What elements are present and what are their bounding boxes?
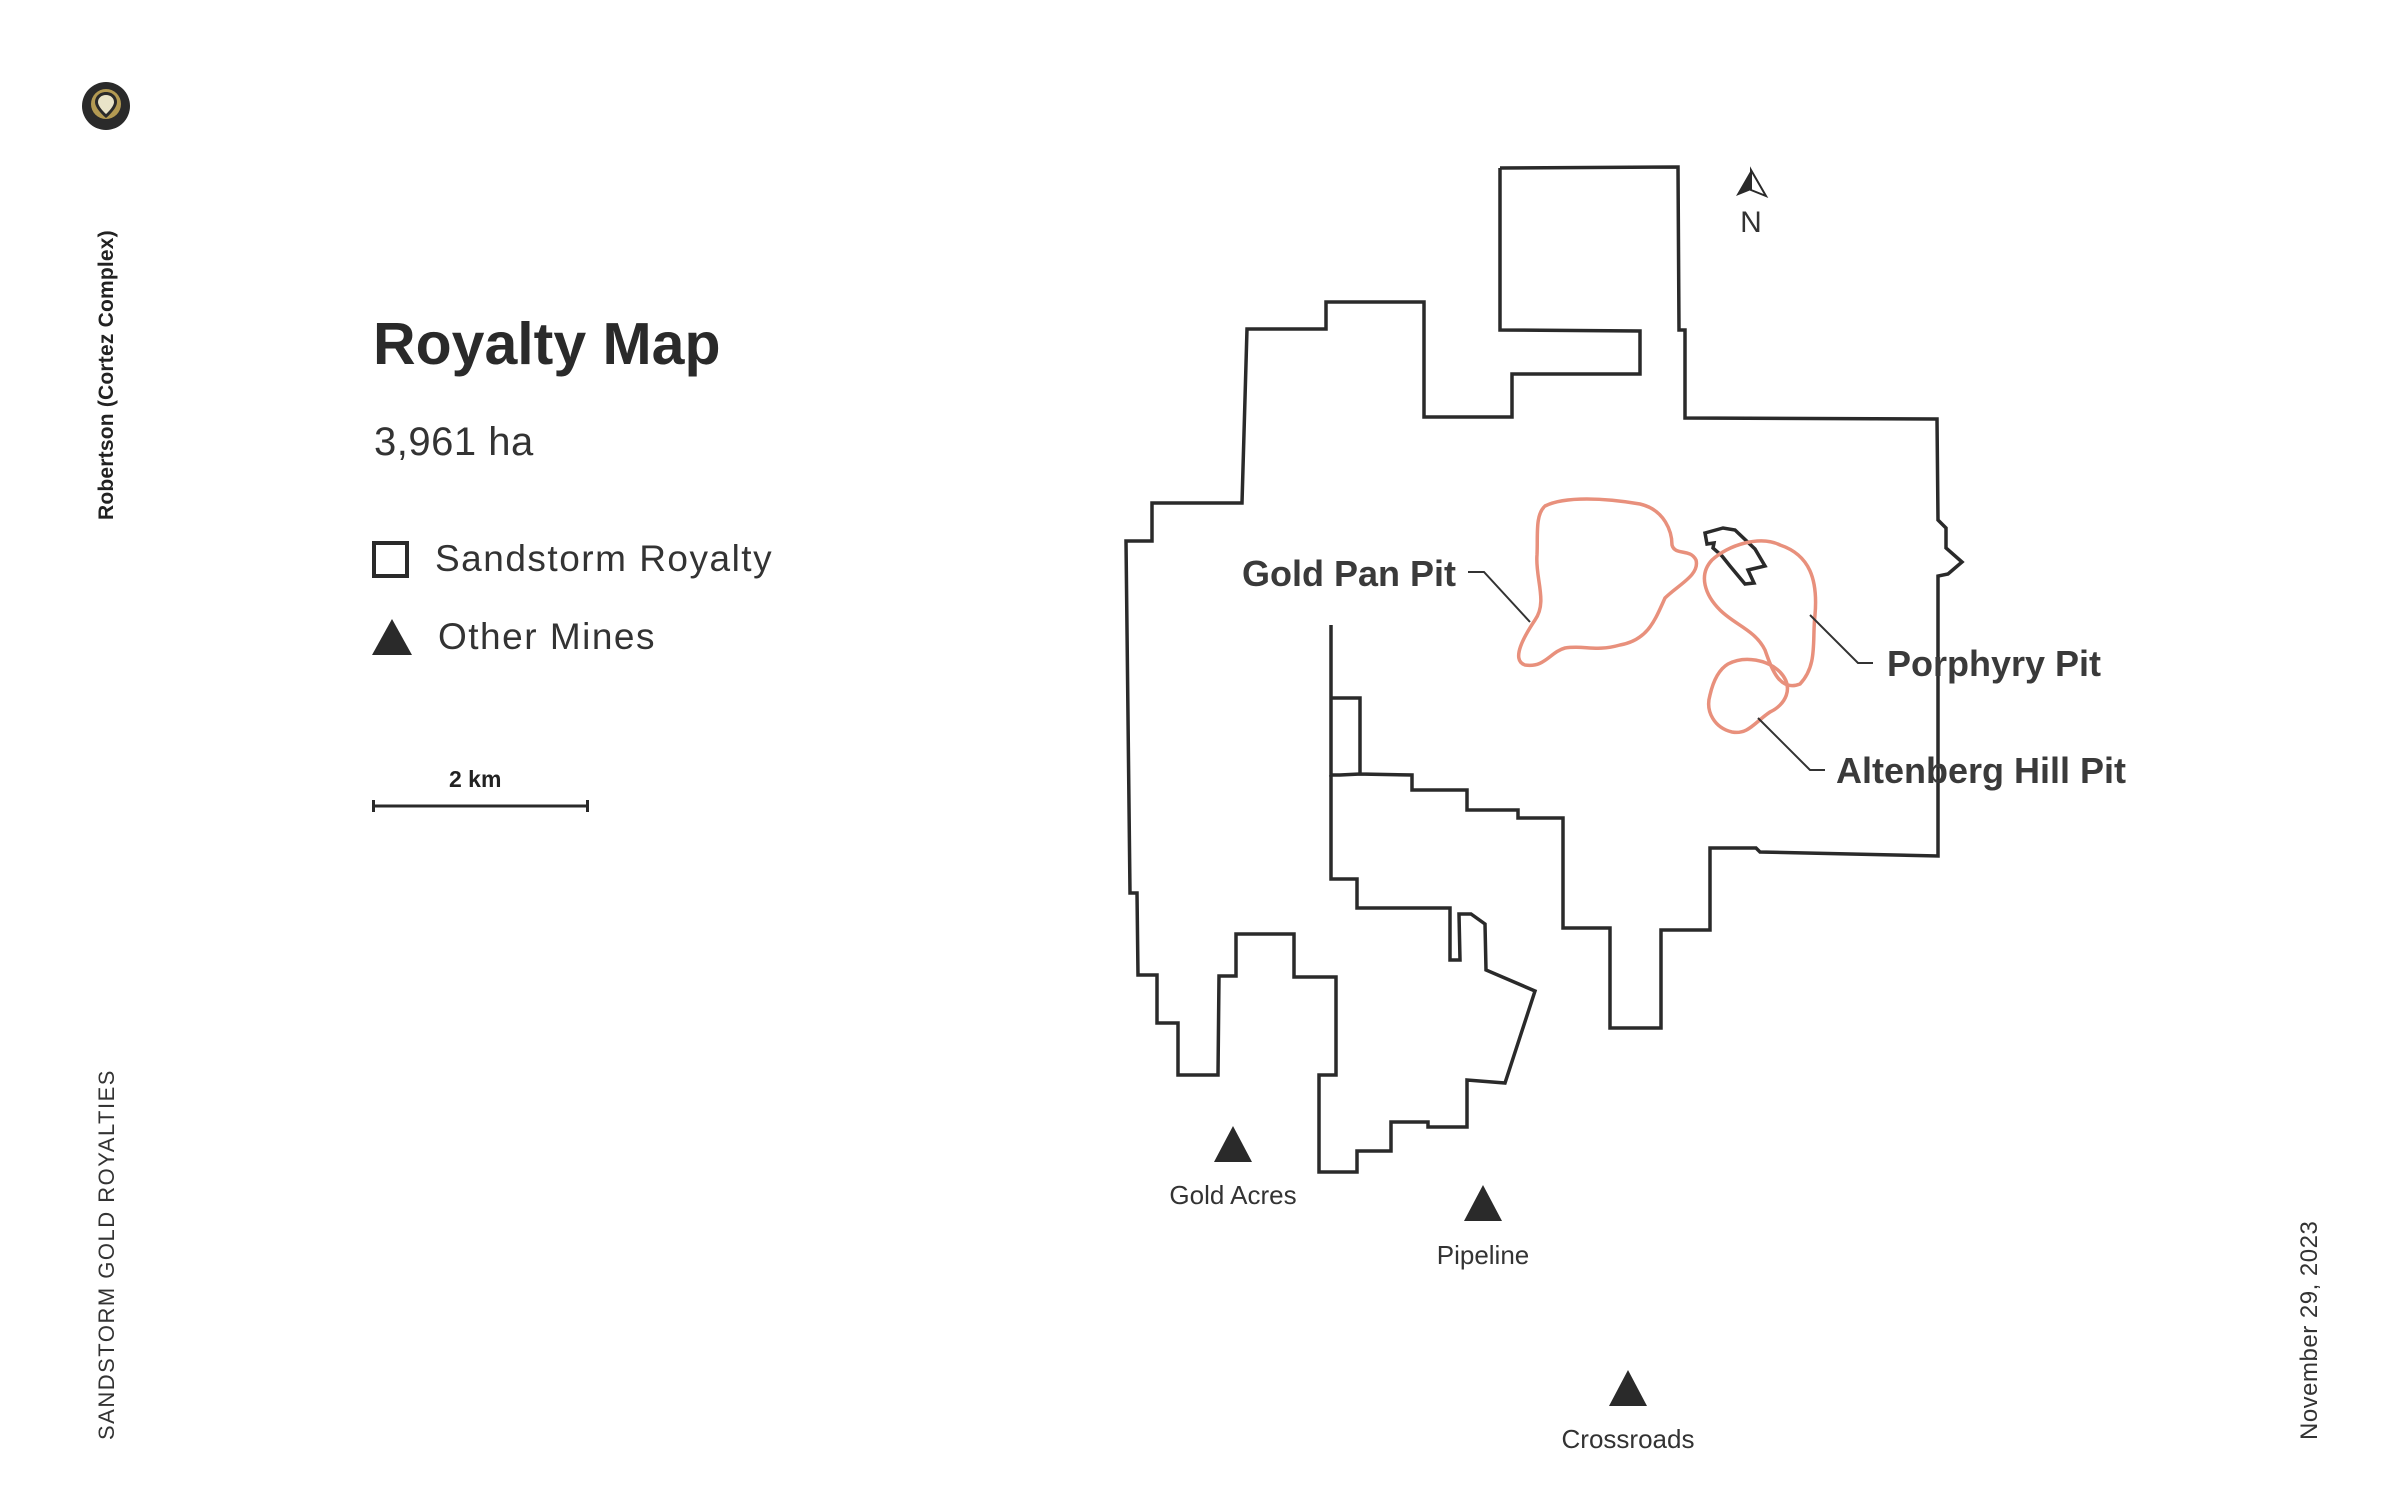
north-label: N	[1740, 206, 1762, 239]
mine-marker-crossroads	[1609, 1370, 1647, 1406]
pit-label-altenberg-hill: Altenberg Hill Pit	[1836, 750, 2126, 791]
altenberg-hill-pit-leader	[1757, 717, 1825, 771]
mine-label-gold-acres: Gold Acres	[1169, 1180, 1296, 1210]
scale-bar	[372, 800, 589, 812]
royalty-small-parcel	[1702, 526, 1768, 586]
outlined-square-icon	[372, 540, 409, 578]
location-pin-logo-icon	[82, 82, 130, 130]
legend-label: Sandstorm Royalty	[435, 538, 774, 579]
mine-label-pipeline: Pipeline	[1437, 1240, 1530, 1270]
triangle-icon	[372, 619, 412, 655]
mine-marker-pipeline	[1464, 1185, 1502, 1221]
page-title: Royalty Map	[373, 311, 721, 377]
property-area: 3,961 ha	[374, 420, 534, 464]
legend-item-royalty: Sandstorm Royalty	[372, 538, 773, 580]
gold-pan-pit-outline	[1517, 497, 1699, 668]
royalty-boundary-west	[1124, 168, 1642, 1174]
altenberg-hill-pit-outline	[1707, 657, 1790, 735]
legend-label: Other Mines	[438, 616, 657, 657]
pit-label-gold-pan: Gold Pan Pit	[1242, 553, 1456, 594]
mine-marker-gold-acres	[1214, 1126, 1252, 1162]
scale-label: 2 km	[449, 766, 502, 792]
porphyry-pit-outline	[1702, 539, 1818, 688]
gold-pan-pit-leader	[1468, 571, 1531, 623]
royalty-boundary	[1329, 165, 1965, 1030]
legend-item-mines: Other Mines	[372, 616, 656, 658]
pit-label-porphyry: Porphyry Pit	[1887, 643, 2101, 684]
mine-label-crossroads: Crossroads	[1562, 1424, 1695, 1454]
porphyry-pit-leader	[1809, 614, 1873, 664]
